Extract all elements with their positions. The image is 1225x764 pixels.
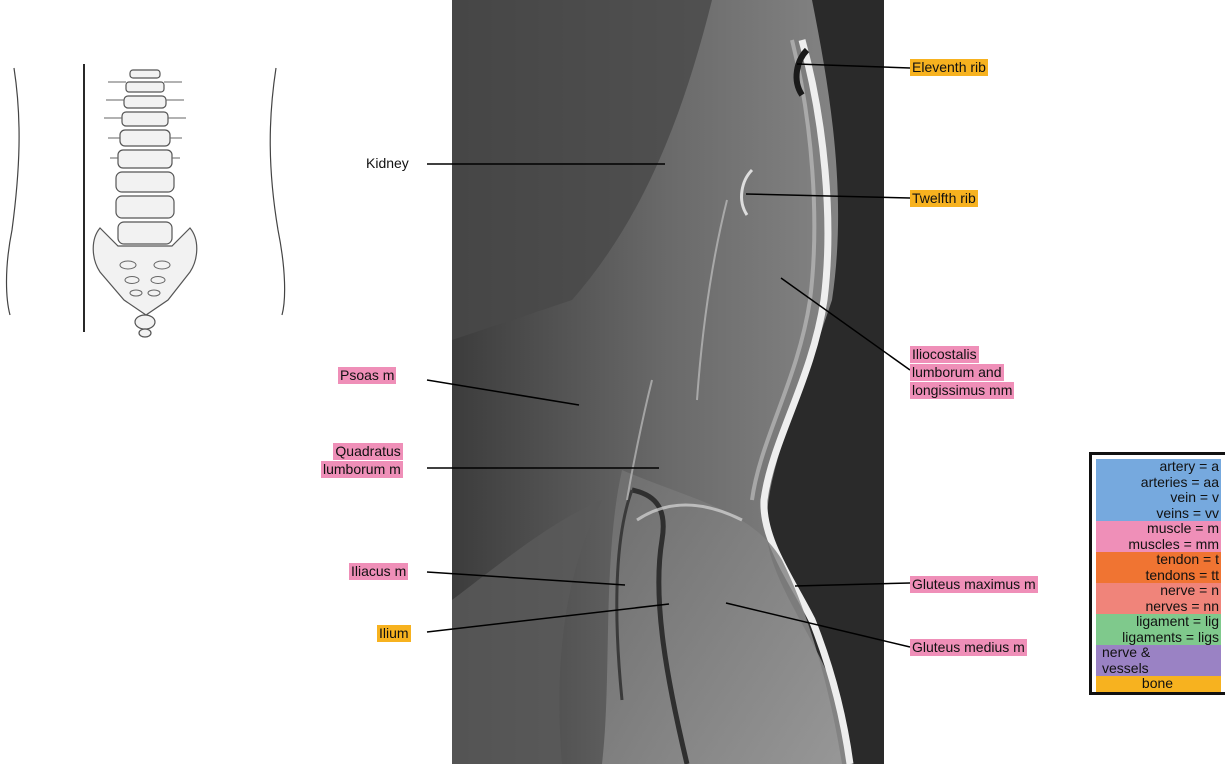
label-iliocostalis: Iliocostalis lumborum and longissimus mm [910,346,1014,400]
label-kidney: Kidney [364,155,411,172]
legend-ligament-group: ligament = lig ligaments = ligs [1096,614,1221,645]
legend-veins: veins = vv [1096,506,1219,522]
label-iliocostalis-line-3: longissimus mm [910,382,1014,399]
legend-bone: bone [1096,676,1219,692]
legend-artery: artery = a [1096,459,1219,475]
label-eleventh-rib: Eleventh rib [910,59,988,76]
label-quadratus-line-1: Quadratus [333,443,402,460]
legend-muscles: muscles = mm [1096,537,1219,553]
legend-vein: vein = v [1096,490,1219,506]
label-ilium: Ilium [377,625,411,642]
color-legend: artery = a arteries = aa vein = v veins … [1089,452,1225,695]
legend-tendon: tendon = t [1096,552,1219,568]
legend-nerve-vessels-group: nerve & vessels [1096,645,1221,676]
label-twelfth-rib: Twelfth rib [910,190,978,207]
label-psoas: Psoas m [338,367,396,384]
legend-tendon-group: tendon = t tendons = tt [1096,552,1221,583]
legend-nerves: nerves = nn [1096,599,1219,615]
label-iliocostalis-line-2: lumborum and [910,364,1004,381]
legend-muscle: muscle = m [1096,521,1219,537]
legend-nerve-group: nerve = n nerves = nn [1096,583,1221,614]
legend-vessel-group: artery = a arteries = aa vein = v veins … [1096,459,1221,521]
legend-nerve-vessels-1: nerve & [1102,645,1219,661]
legend-nerve: nerve = n [1096,583,1219,599]
legend-bone-group: bone [1096,676,1221,692]
legend-ligament: ligament = lig [1096,614,1219,630]
label-quadratus-line-2: lumborum m [321,461,403,478]
legend-muscle-group: muscle = m muscles = mm [1096,521,1221,552]
label-gluteus-medius: Gluteus medius m [910,639,1027,656]
mri-image [452,0,884,764]
legend-arteries: arteries = aa [1096,475,1219,491]
body-orientation-diagram [0,60,295,345]
label-gluteus-maximus: Gluteus maximus m [910,576,1038,593]
legend-tendons: tendons = tt [1096,568,1219,584]
label-iliocostalis-line-1: Iliocostalis [910,346,979,363]
label-quadratus: Quadratus lumborum m [321,443,403,479]
legend-ligaments: ligaments = ligs [1096,630,1219,646]
label-iliacus: Iliacus m [349,563,408,580]
legend-nerve-vessels-2: vessels [1102,661,1219,677]
